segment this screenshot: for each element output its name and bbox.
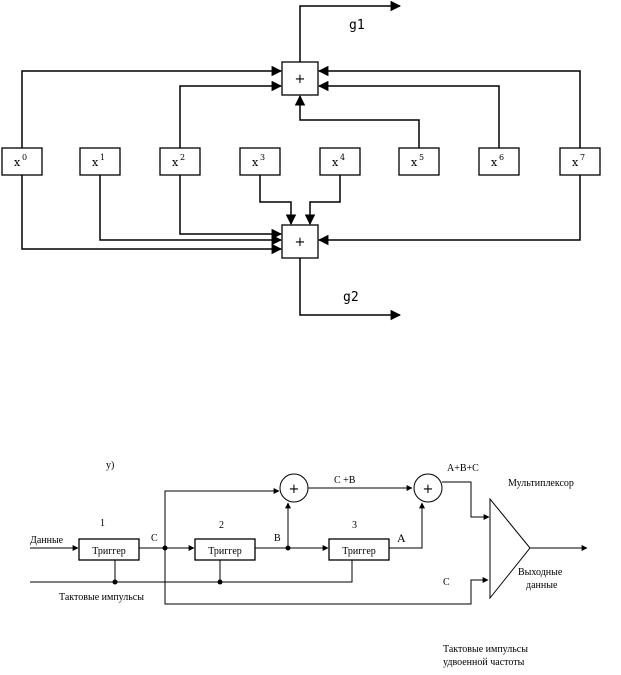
data-input-label: Данные [30,535,64,546]
wire-x7-to-bottom-adder [317,175,581,246]
g1-label: g1 [349,18,365,33]
register-cell-exponent: 4 [340,153,345,162]
adder-1-symbol: + [289,482,300,497]
register-cell-box [79,147,121,176]
double-clock-line-2: удвоенной частоты [443,657,525,668]
register-cell-box [559,147,601,176]
signal-c-mux-label: C [443,577,450,588]
trigger-2-label: Триггер [208,546,242,557]
trigger-1-label: Триггер [92,546,126,557]
register-cell-exponent: 1 [100,153,105,162]
g1-output-arrow [299,0,402,62]
wire-c-to-adder-1 [164,488,280,548]
g2-output-arrow [299,257,402,321]
output-data-line-2: данные [526,580,558,591]
register-cell-base: x [332,156,339,169]
wire-x0-to-top-adder [21,65,283,148]
wire-abc-to-mux [442,481,490,520]
wire-a-to-adder-2 [389,502,425,549]
clock-junction-2 [217,579,223,585]
trigger-multiplexer-diagram: у) Данные 1 Триггер C C 2 Триггер B 3 Тр… [30,460,588,668]
register-cell-box [398,147,440,176]
register-cell-exponent: 3 [260,153,265,162]
wire-x0-to-bottom-adder [21,175,283,255]
wire-x5-to-top-adder [294,94,420,148]
clock-junction-1 [112,579,118,585]
stage-3-number: 3 [352,520,357,531]
register-cell-box [319,147,361,176]
register-cell-base: x [572,156,579,169]
clock-label: Тактовые импульсы [59,592,144,603]
stage-2-number: 2 [219,520,224,531]
register-cell-exponent: 0 [22,153,27,162]
register-cell-base: x [252,156,259,169]
register-cell-exponent: 5 [419,153,424,162]
stray-label: у) [106,460,114,471]
signal-a-label: A [397,531,406,545]
register-cell-exponent: 7 [580,153,585,162]
wire-x1-to-bottom-adder [99,175,283,246]
register-cell-exponent: 6 [499,153,504,162]
register-cell-box [1,147,43,176]
adder-2-circle [413,473,443,503]
double-clock-line-1: Тактовые импульсы [443,644,528,655]
wire-x2-to-bottom-adder [179,175,283,240]
signal-abc-label: A+B+C [447,463,479,474]
clock-line [30,560,353,583]
register-cell-base: x [92,156,99,169]
register-cell-base: x [491,156,498,169]
multiplexer-label: Мультиплексор [508,478,574,489]
stage-1-number: 1 [100,518,105,529]
multiplexer-triangle [489,497,531,600]
signal-cb-label: C +B [334,475,356,486]
adder-2-symbol: + [423,482,434,497]
top-adder [281,61,319,96]
register-cell-box [478,147,520,176]
signal-b-label: B [274,533,281,544]
trigger-3-box [328,538,390,561]
wire-c-to-mux [164,548,489,605]
trigger-3-label: Триггер [342,546,376,557]
register-cell-base: x [172,156,179,169]
register-cell-box [159,147,201,176]
wire-x3-to-bottom-adder [259,175,297,226]
top-adder-symbol: + [295,72,306,87]
wire-x6-to-top-adder [317,80,500,148]
register-cell-exponent: 2 [180,153,185,162]
register-cell-base: x [411,156,418,169]
register-cell-box [239,147,281,176]
bottom-adder-symbol: + [295,235,306,250]
output-data-line-1: Выходные [518,567,563,578]
wire-x7-to-top-adder [317,65,581,148]
register-cell-base: x [14,156,21,169]
trigger-2-box [194,538,256,561]
signal-c-label: C [151,533,158,544]
wire-x4-to-bottom-adder [304,175,341,226]
wire-x2-to-top-adder [179,80,283,148]
bottom-adder [281,224,319,259]
g2-label: g2 [343,290,359,305]
trigger-1-box [78,538,140,561]
